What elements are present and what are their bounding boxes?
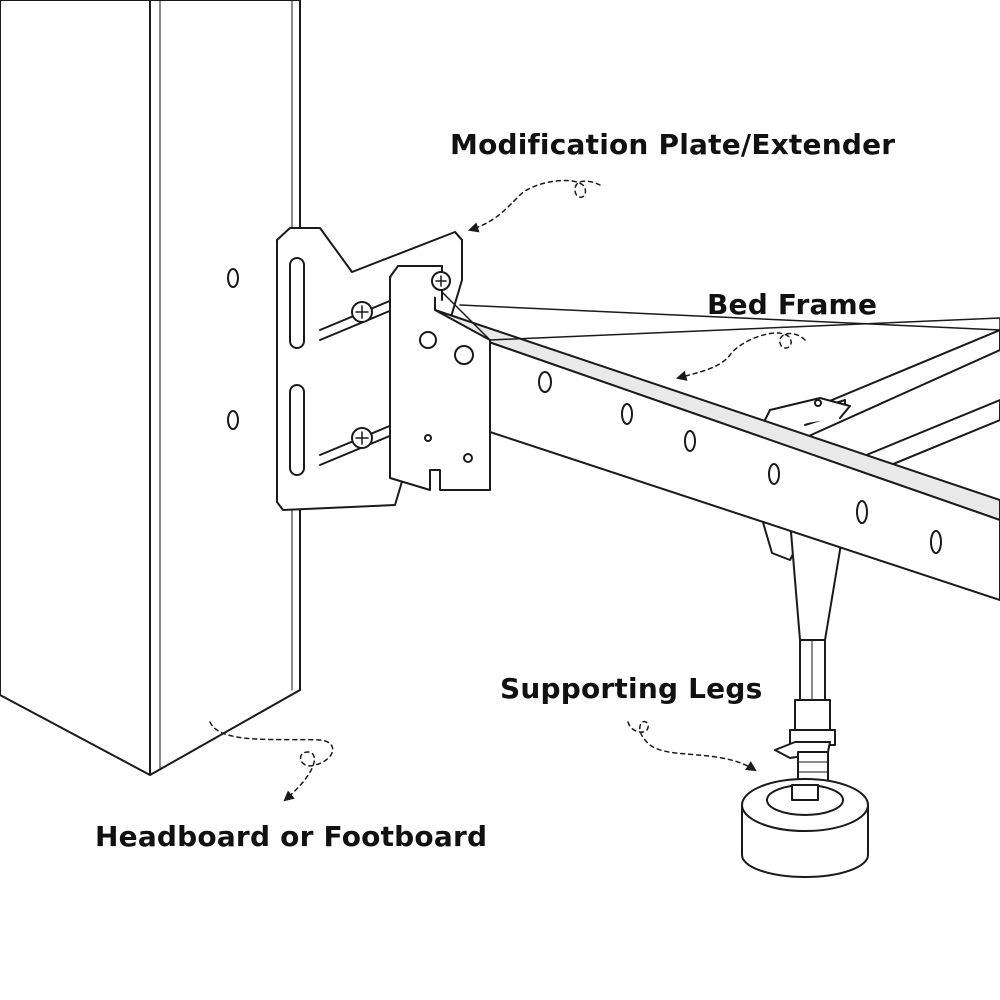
leg-wing-nut [774,741,831,759]
post-hole-bottom [227,410,239,430]
rail-end-bracket [389,265,491,491]
label-bed-frame: Bed Frame [707,288,878,321]
rail-hole-4 [768,463,780,485]
bed-frame-rail [434,289,1000,601]
frame-pointer-arrow [675,332,806,381]
rail-hole-6 [930,530,942,554]
label-supporting-legs: Supporting Legs [500,672,763,705]
rail-hole-3 [684,430,696,452]
plate-slot-bottom [289,384,305,476]
rail-hole-5 [856,500,868,524]
rail-hole-2 [621,403,633,425]
bracket-hole-1 [419,331,437,349]
board-pointer-arrow [209,721,334,802]
legs-pointer-arrow [627,720,757,772]
rail-hole-1 [538,371,552,393]
dashed-arrow-icon [209,179,806,802]
plate-pointer-arrow [468,179,601,233]
bracket-hole-2 [454,345,474,365]
label-modification-plate: Modification Plate/Extender [450,128,896,161]
label-headboard-footboard: Headboard or Footboard [95,820,488,853]
plate-slot-top [289,257,305,349]
headboard-post [0,0,301,776]
post-hole-top [227,268,239,288]
